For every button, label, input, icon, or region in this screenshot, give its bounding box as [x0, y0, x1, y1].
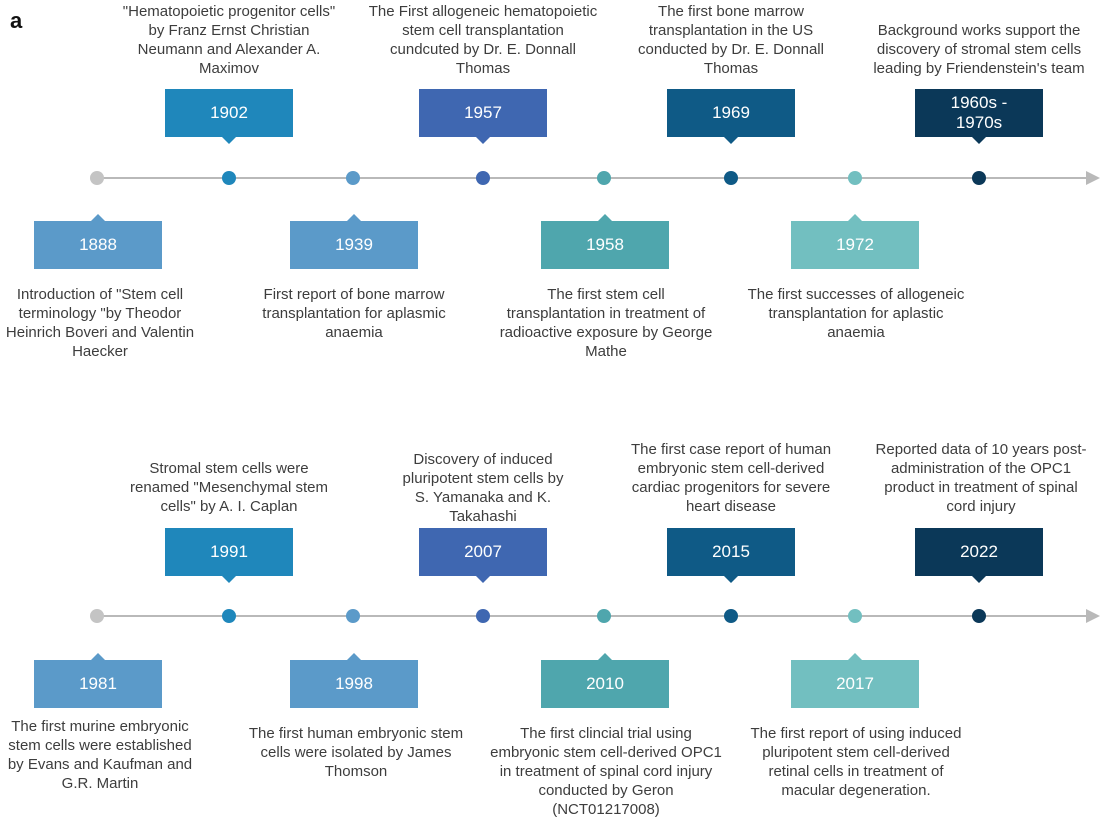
event-description: Discovery of induced pluripotent stem ce… [402, 451, 564, 525]
timeline-dot-1972 [848, 171, 862, 185]
timeline-dot-1969 [724, 171, 738, 185]
event-description: Reported data of 10 years post-administr… [875, 441, 1087, 515]
year-label-box: 1972 [791, 214, 919, 269]
event-description: The first report of using induced plurip… [750, 725, 962, 799]
event-description: Introduction of "Stem cell terminology "… [5, 286, 195, 360]
timeline-dot-1960s-1970s [972, 171, 986, 185]
year-label-box: 1958 [541, 214, 669, 269]
timeline-axis [96, 177, 1086, 179]
year-label-box: 2007 [419, 528, 547, 583]
timeline-dot-2007 [476, 609, 490, 623]
timeline-dot-2022 [972, 609, 986, 623]
event-description: Stromal stem cells were renamed "Mesench… [130, 460, 328, 515]
event-description: The first description of "Hematopoietic … [122, 0, 336, 77]
event-description: The First allogeneic hematopoietic stem … [368, 3, 598, 77]
event-description: The first stem cell transplantation in t… [499, 286, 713, 360]
timeline-dot-1998 [346, 609, 360, 623]
timeline-dot-2015 [724, 609, 738, 623]
event-description: The first case report of human embryonic… [630, 441, 832, 515]
timeline-start-dot [90, 171, 104, 185]
timeline-dot-1957 [476, 171, 490, 185]
timeline-start-dot [90, 609, 104, 623]
event-description: The first human embryonic stem cells wer… [248, 725, 464, 780]
year-label-box: 2015 [667, 528, 795, 583]
event-description: The first bone marrow transplantation in… [638, 3, 824, 77]
year-label-box: 1888 [34, 214, 162, 269]
timeline-arrowhead [1086, 171, 1100, 185]
timeline-dot-2010 [597, 609, 611, 623]
year-label-box: 2017 [791, 653, 919, 708]
year-label-box: 2022 [915, 528, 1043, 583]
year-label-box: 1998 [290, 653, 418, 708]
timeline-dot-1958 [597, 171, 611, 185]
timeline-arrowhead [1086, 609, 1100, 623]
panel-label: a [10, 8, 23, 33]
timeline-dot-1939 [346, 171, 360, 185]
year-label-box: 2010 [541, 653, 669, 708]
year-label-box: 1960s - 1970s [915, 89, 1043, 144]
timeline-dot-2017 [848, 609, 862, 623]
year-label-box: 1957 [419, 89, 547, 144]
year-label-box: 1902 [165, 89, 293, 144]
year-label-box: 1981 [34, 653, 162, 708]
event-description: The first murine embryonic stem cells we… [7, 718, 193, 792]
timeline-axis [96, 615, 1086, 617]
timeline-dot-1991 [222, 609, 236, 623]
year-label-box: 1939 [290, 214, 418, 269]
timeline-dot-1902 [222, 171, 236, 185]
event-description: The first clincial trial using embryonic… [490, 725, 722, 818]
year-label-box: 1969 [667, 89, 795, 144]
event-description: The first successes of allogeneic transp… [747, 286, 965, 341]
year-label-box: 1991 [165, 528, 293, 583]
event-description: Background works support the discovery o… [873, 22, 1085, 77]
event-description: First report of bone marrow transplantat… [262, 286, 446, 341]
